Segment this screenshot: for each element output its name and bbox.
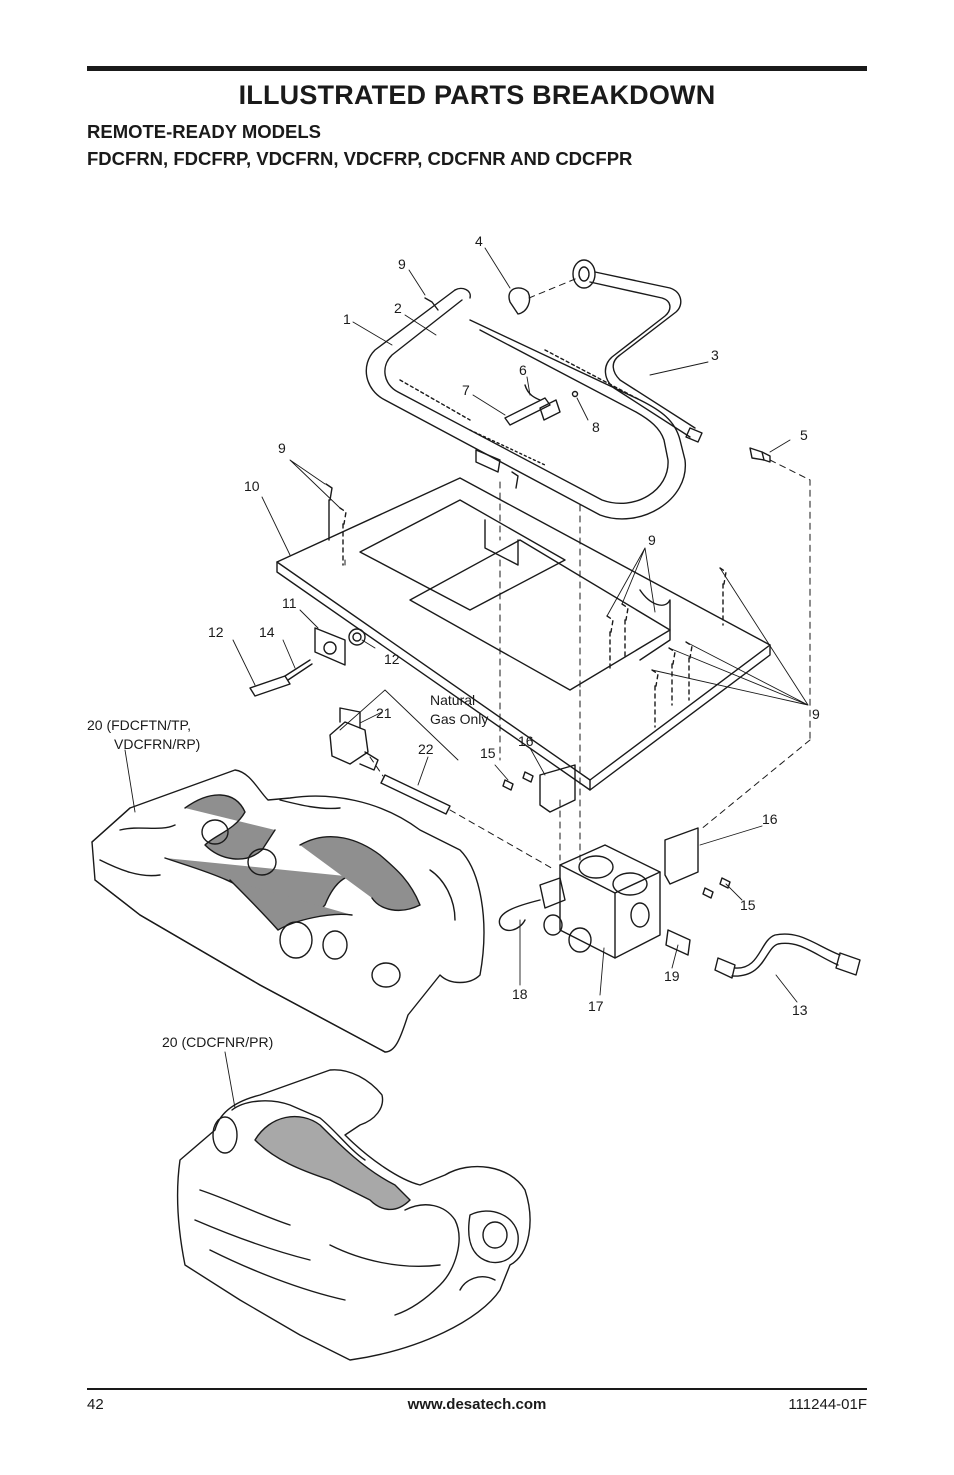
callout-9b: 9 (278, 440, 286, 456)
callout-19: 19 (664, 968, 680, 984)
callout-2: 2 (394, 300, 402, 316)
logset-a-label-line1: 20 (FDCFTN/TP, (87, 717, 191, 733)
natural-gas-note-line2: Gas Only (430, 711, 488, 727)
page-number: 42 (87, 1396, 104, 1413)
callout-4: 4 (475, 233, 483, 249)
callout-15a: 15 (480, 745, 496, 761)
callout-9d: 9 (812, 706, 820, 722)
callout-18: 18 (512, 986, 528, 1002)
subtitle-models-type: REMOTE-READY MODELS (87, 121, 322, 142)
burner-tube (365, 287, 686, 520)
screw-set (325, 297, 727, 728)
callout-6: 6 (519, 362, 527, 378)
callout-16b: 16 (762, 811, 778, 827)
callout-9c: 9 (648, 532, 656, 548)
callout-15b: 15 (740, 897, 756, 913)
logset-a-label-line2: VDCFRN/RP) (114, 736, 200, 752)
callout-3: 3 (711, 347, 719, 363)
header-rule (87, 66, 867, 71)
gas-regulator (329, 707, 379, 771)
page-title: ILLUSTRATED PARTS BREAKDOWN (238, 80, 716, 110)
orifice-fitting (749, 447, 771, 463)
callout-9a: 9 (398, 256, 406, 272)
valve-inlet-fitting (665, 929, 691, 956)
logset-b-label: 20 (CDCFNR/PR) (162, 1034, 273, 1050)
callout-12b: 12 (384, 651, 400, 667)
burner-base-pan (276, 477, 771, 791)
valve-bracket-right (664, 827, 699, 885)
website-link[interactable]: www.desatech.com (407, 1396, 547, 1413)
callout-21: 21 (376, 705, 392, 721)
subtitle-model-list: FDCFRN, FDCFRP, VDCFRN, VDCFRP, CDCFNR A… (87, 148, 633, 169)
document-number: 111244-01F (788, 1396, 867, 1413)
valve-bracket-left (539, 764, 576, 813)
callout-16a: 16 (518, 733, 534, 749)
igniter-bracket (314, 627, 366, 666)
callout-5: 5 (800, 427, 808, 443)
air-shutter-cap (508, 287, 531, 315)
gas-supply-pipe (572, 259, 703, 443)
footer-rule (87, 1388, 867, 1390)
pipe-nipple (380, 774, 451, 815)
wire-lead (498, 899, 541, 932)
gas-control-valve (539, 844, 661, 959)
callout-7: 7 (462, 382, 470, 398)
natural-gas-note-line1: Natural (430, 692, 475, 708)
callout-17: 17 (588, 998, 604, 1014)
callout-labels: 1 2 3 4 5 6 7 8 9 9 9 9 10 11 12 12 13 1… (87, 233, 820, 1050)
log-set-cdcfnr (176, 1069, 531, 1361)
flex-gas-connector (714, 933, 861, 979)
log-set-fdcftn (91, 769, 485, 1053)
callout-1: 1 (343, 311, 351, 327)
piezo-igniter (249, 659, 313, 697)
pilot-assembly (504, 384, 579, 426)
callout-8: 8 (592, 419, 600, 435)
callout-13: 13 (792, 1002, 808, 1018)
callout-10: 10 (244, 478, 260, 494)
callout-14: 14 (259, 624, 275, 640)
callout-12a: 12 (208, 624, 224, 640)
callout-11: 11 (282, 595, 297, 611)
callout-22: 22 (418, 741, 434, 757)
